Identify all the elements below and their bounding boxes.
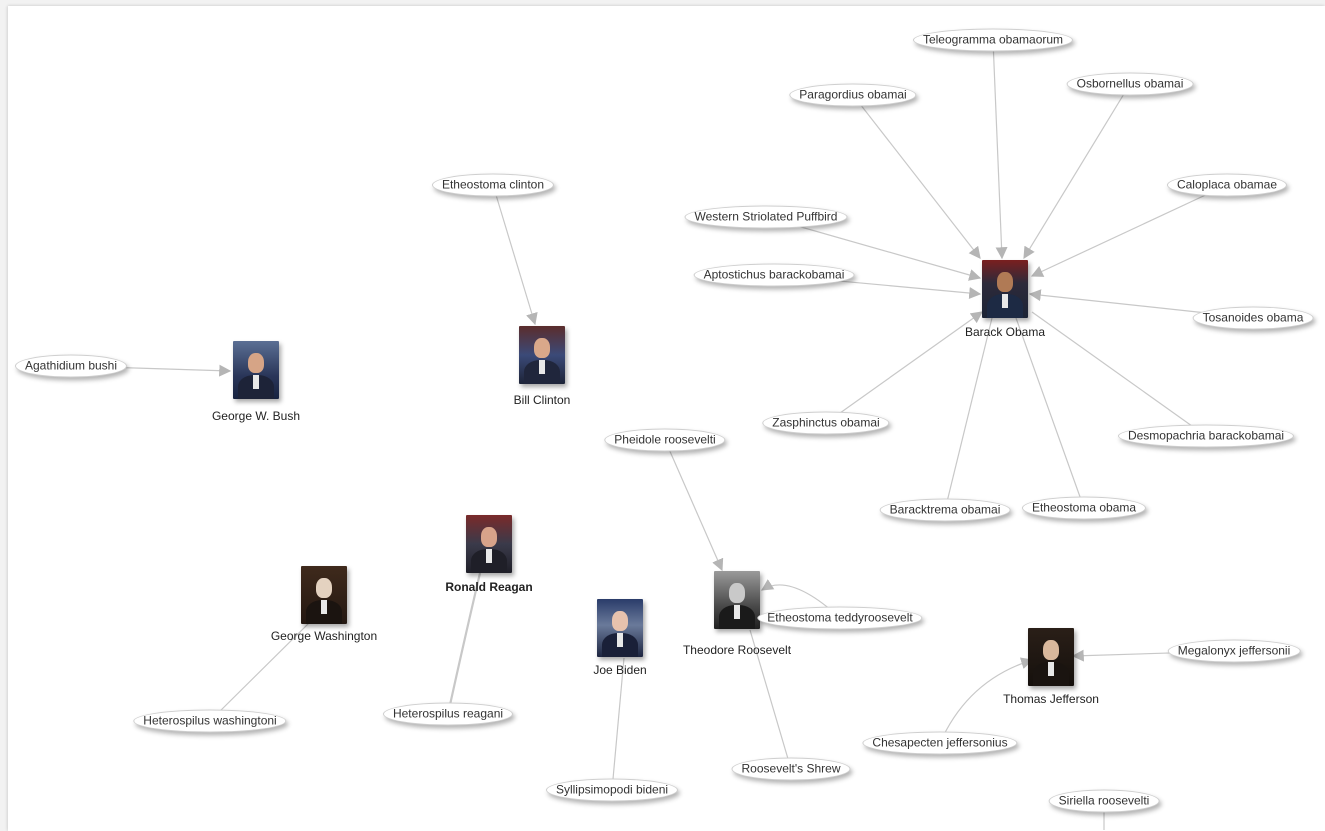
species-node-etheostoma-obama[interactable]: Etheostoma obama <box>1021 496 1147 520</box>
species-node-agathidium[interactable]: Agathidium bushi <box>14 354 128 378</box>
species-node-baracktrema[interactable]: Baracktrema obamai <box>879 498 1011 522</box>
species-node-desmopachria[interactable]: Desmopachria barackobamai <box>1117 424 1295 448</box>
jefferson-portrait-icon <box>1028 628 1074 686</box>
washington-portrait-icon <box>301 566 347 624</box>
edge-etheostoma-clinton-to-clinton <box>492 184 538 326</box>
president-label-jefferson: Thomas Jefferson <box>1003 692 1099 706</box>
species-node-syllipsimopodi[interactable]: Syllipsimopodi bideni <box>545 778 679 802</box>
species-node-roosevelt-shrew[interactable]: Roosevelt's Shrew <box>731 757 851 781</box>
president-label-bush: George W. Bush <box>211 409 301 423</box>
species-node-tosanoides[interactable]: Tosanoides obama <box>1192 306 1314 330</box>
roosevelt-portrait-icon <box>714 571 760 629</box>
species-node-pheidole[interactable]: Pheidole roosevelti <box>604 428 726 452</box>
president-label-clinton: Bill Clinton <box>513 393 571 407</box>
edges-layer <box>70 39 1254 830</box>
obama-portrait-icon <box>982 260 1028 318</box>
species-node-osbornellus[interactable]: Osbornellus obamai <box>1066 72 1194 96</box>
species-node-zasphinctus[interactable]: Zasphinctus obamai <box>762 411 890 435</box>
species-node-heterospilus-washingtoni[interactable]: Heterospilus washingtoni <box>133 709 287 733</box>
president-label-washington: George Washington <box>270 629 378 643</box>
species-node-siriella[interactable]: Siriella roosevelti <box>1048 789 1160 813</box>
edge-baracktrema-to-obama <box>944 317 993 511</box>
president-label-obama: Barack Obama <box>964 325 1046 339</box>
species-node-aptostichus[interactable]: Aptostichus barackobamai <box>693 263 855 287</box>
edge-teleogramma-to-obama <box>992 39 1008 260</box>
species-node-megalonyx[interactable]: Megalonyx jeffersonii <box>1167 639 1301 663</box>
edge-roosevelt-shrew-to-roosevelt <box>749 629 792 770</box>
president-label-biden: Joe Biden <box>593 663 647 677</box>
president-label-roosevelt: Theodore Roosevelt <box>682 643 792 657</box>
president-label-reagan: Ronald Reagan <box>445 580 533 594</box>
species-node-paragordius[interactable]: Paragordius obamai <box>789 83 917 107</box>
species-node-etheostoma-teddy[interactable]: Etheostoma teddyroosevelt <box>757 606 923 630</box>
species-node-teleogramma[interactable]: Teleogramma obamaorum <box>912 28 1074 52</box>
edge-chesapecten-to-jefferson <box>939 657 1034 744</box>
bush-portrait-icon <box>233 341 279 399</box>
edge-heterospilus-washingtoni-to-washington <box>209 621 311 722</box>
species-node-chesapecten[interactable]: Chesapecten jeffersonius <box>862 731 1018 755</box>
edge-zasphinctus-to-obama <box>825 311 983 424</box>
edge-desmopachria-to-obama <box>1031 311 1207 437</box>
biden-portrait-icon <box>597 599 643 657</box>
species-node-heterospilus-reagani[interactable]: Heterospilus reagani <box>382 702 514 726</box>
reagan-portrait-icon <box>466 515 512 573</box>
species-node-puffbird[interactable]: Western Striolated Puffbird <box>684 205 848 229</box>
edge-pheidole-to-roosevelt <box>664 439 724 572</box>
edge-osbornellus-to-obama <box>1023 83 1131 260</box>
edge-paragordius-to-obama <box>852 94 981 259</box>
graph-canvas[interactable]: Barack Obama George W. Bush Bill Clinton… <box>8 6 1325 831</box>
species-node-caloplaca[interactable]: Caloplaca obamae <box>1166 173 1288 197</box>
edge-etheostoma-obama-to-obama <box>1015 317 1085 509</box>
edge-syllipsimopodi-to-biden <box>611 657 625 791</box>
species-node-etheostoma-clinton[interactable]: Etheostoma clinton <box>431 173 555 197</box>
edge-heterospilus-reagani-to-reagan <box>446 572 482 715</box>
clinton-portrait-icon <box>519 326 565 384</box>
edge-caloplaca-to-obama <box>1030 184 1228 277</box>
